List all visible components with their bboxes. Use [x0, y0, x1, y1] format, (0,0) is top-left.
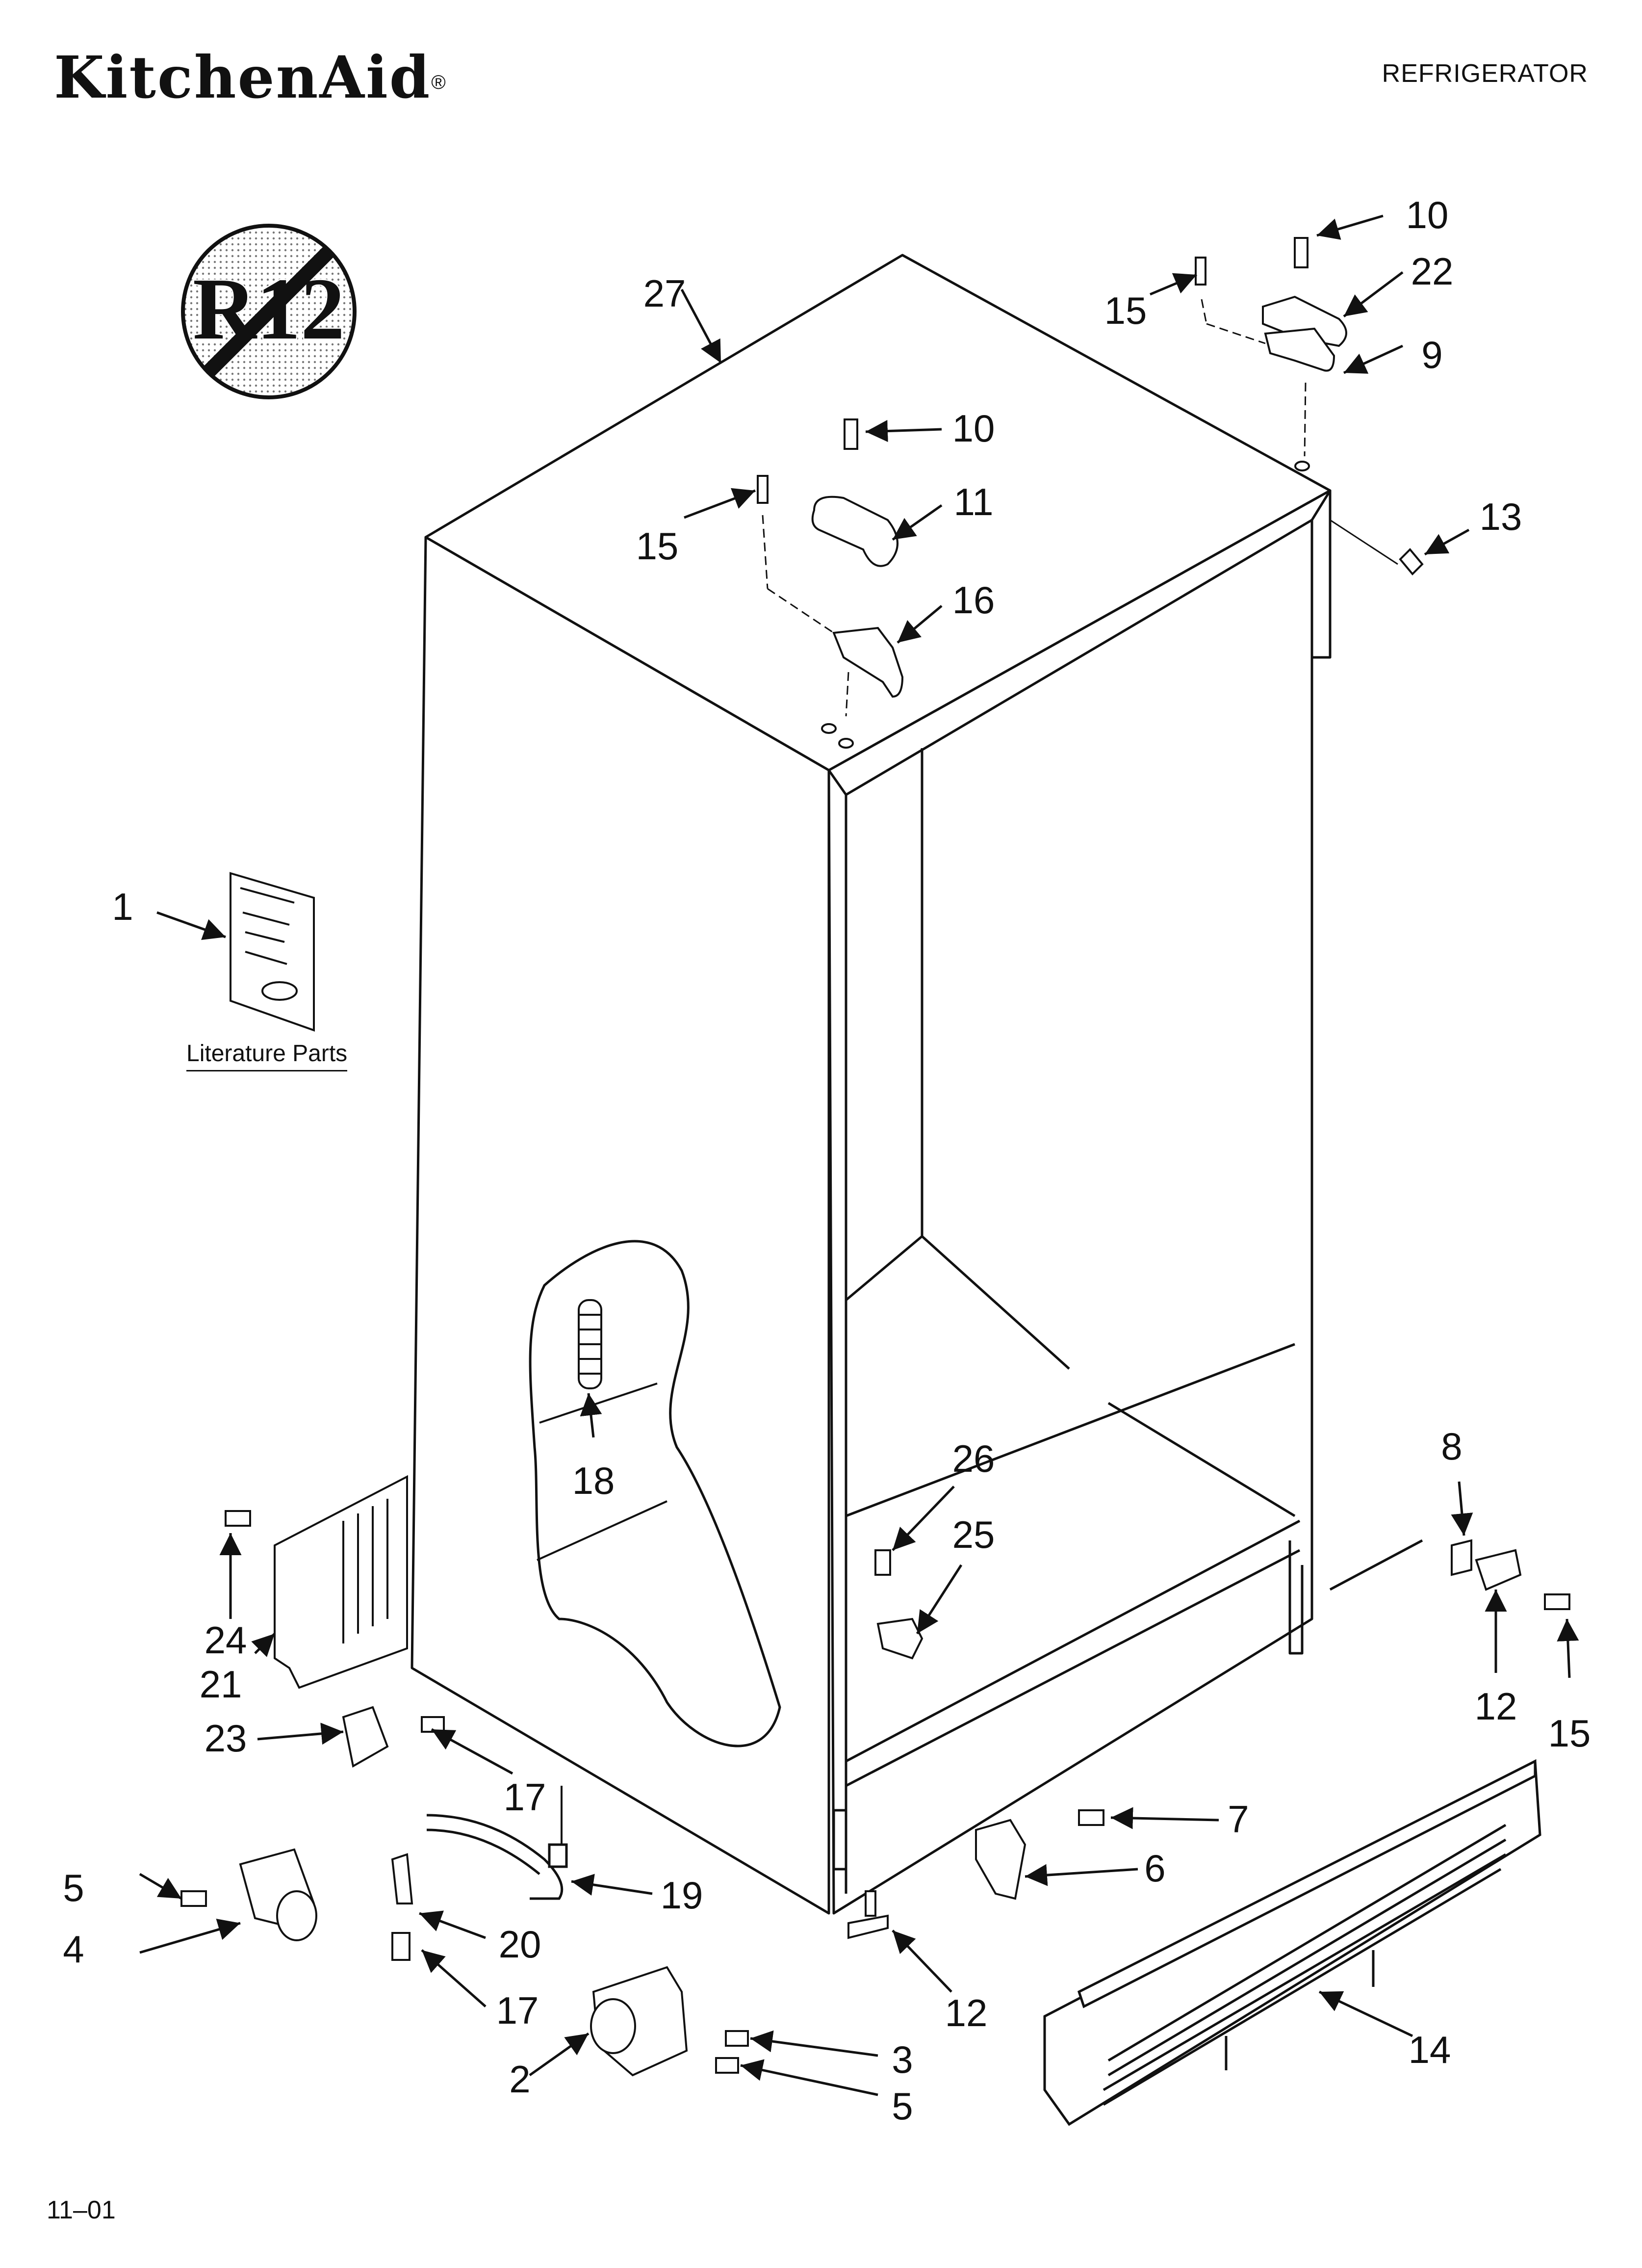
callout-12-lower: 12 [945, 1991, 988, 2034]
callout-9: 9 [1421, 333, 1442, 376]
rear-access-panel [274, 1475, 408, 1689]
callout-14: 14 [1409, 2028, 1451, 2071]
callout-15-right: 15 [1104, 289, 1147, 332]
callout-1: 1 [112, 885, 133, 928]
callout-8: 8 [1441, 1425, 1462, 1468]
drain-tube-part [578, 1299, 602, 1389]
literature-booklet [230, 872, 315, 1032]
callout-18: 18 [572, 1459, 615, 1502]
tube-clip-part [391, 1853, 413, 1904]
rear-roller-assembly [239, 1848, 317, 1941]
callout-21: 21 [200, 1663, 242, 1706]
callout-4: 4 [63, 1928, 84, 1971]
callout-10-right: 10 [1406, 193, 1449, 236]
refrigerator-cabinet [410, 254, 1423, 1915]
no-r12-badge: R12 [181, 224, 357, 399]
brand-name: KitchenAid [54, 43, 432, 111]
upper-hinge-center [757, 418, 904, 749]
hinge-bracket-lower-right [1451, 1539, 1522, 1591]
callout-11: 11 [954, 480, 994, 523]
callout-2: 2 [509, 2058, 530, 2101]
water-tube-part [426, 1814, 568, 1900]
callout-10-center: 10 [952, 407, 995, 450]
callout-5-left: 5 [63, 1866, 84, 1909]
callout-5-lower: 5 [892, 2085, 913, 2128]
toe-grille [1043, 1759, 1541, 2126]
callout-12-right: 12 [1475, 1685, 1517, 1728]
callout-13: 13 [1480, 495, 1522, 538]
registered-mark: ® [431, 72, 447, 93]
callout-3: 3 [892, 2038, 913, 2081]
product-title: REFRIGERATOR [1382, 59, 1588, 88]
leader-arrows [139, 214, 1579, 2096]
callout-17-upper: 17 [504, 1775, 546, 1819]
leveling-leg-part [847, 1890, 889, 1939]
callout-16: 16 [952, 578, 995, 622]
callout-15-lower: 15 [1548, 1712, 1591, 1755]
callout-20: 20 [499, 1923, 541, 1966]
brand-logo: KitchenAid® [54, 43, 447, 111]
callout-15-center: 15 [636, 524, 679, 568]
callout-26: 26 [952, 1437, 995, 1480]
callout-22: 22 [1411, 250, 1454, 293]
callout-6: 6 [1144, 1847, 1165, 1890]
upper-hinge-right [1195, 237, 1347, 471]
door-stop-part [975, 1819, 1026, 1900]
front-roller-assembly [590, 1966, 688, 2077]
callout-19: 19 [661, 1874, 703, 1917]
callout-23: 23 [205, 1717, 247, 1760]
wire-clip-part [342, 1706, 389, 1768]
literature-parts-label: Literature Parts [186, 1040, 348, 1071]
callout-24: 24 [205, 1618, 247, 1662]
door-closer-part [876, 1617, 924, 1660]
hinge-pin-part [1399, 548, 1424, 575]
callout-25: 25 [952, 1513, 995, 1556]
callout-7: 7 [1228, 1798, 1249, 1841]
callout-17-lower: 17 [496, 1989, 539, 2032]
footer-code: 11–01 [47, 2196, 116, 2224]
callout-27: 27 [643, 272, 686, 315]
callout-labels: 27 10 15 22 9 10 15 11 16 13 1 18 26 25 … [63, 193, 1591, 2128]
